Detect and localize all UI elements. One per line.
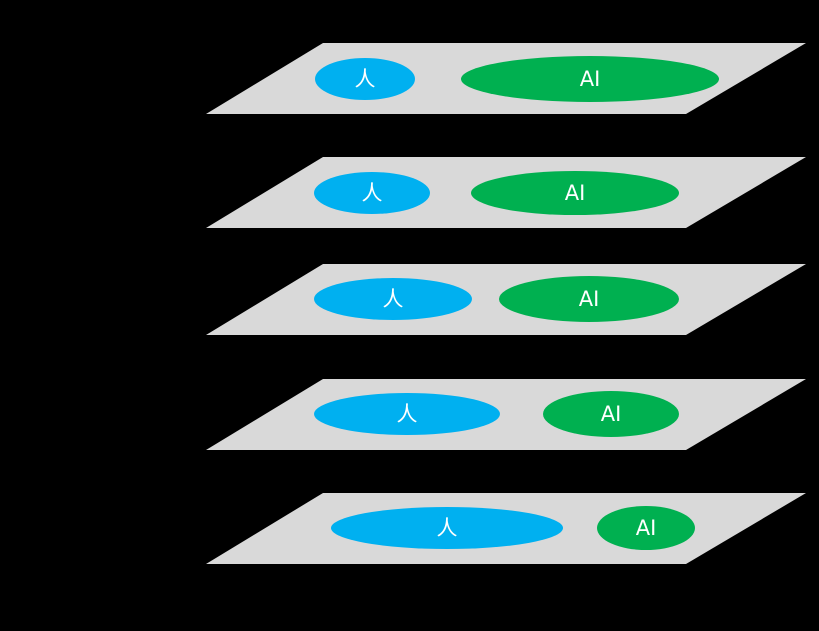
human-label: 人: [437, 516, 458, 540]
human-ellipse: [314, 393, 500, 435]
layer-1: 人 AI: [206, 43, 806, 114]
human-label: 人: [397, 402, 418, 426]
ai-ellipse: [461, 56, 719, 102]
human-ellipse: [314, 278, 472, 320]
layer-3: 人 AI: [206, 264, 806, 335]
ai-label: AI: [601, 402, 622, 426]
ai-ellipse: [471, 171, 679, 215]
human-ellipse: [331, 507, 563, 549]
human-ellipse: [314, 172, 430, 214]
ai-ellipse: [597, 506, 695, 550]
ai-ellipse: [499, 276, 679, 322]
ai-label: AI: [565, 181, 586, 205]
ai-ellipse: [543, 391, 679, 437]
human-label: 人: [355, 67, 376, 91]
human-label: 人: [383, 287, 404, 311]
layer-2: 人 AI: [206, 157, 806, 228]
human-ellipse: [315, 58, 415, 100]
ai-label: AI: [636, 516, 657, 540]
layer-5: 人 AI: [206, 493, 806, 564]
human-label: 人: [362, 181, 383, 205]
layer-4: 人 AI: [206, 379, 806, 450]
ai-label: AI: [580, 67, 601, 91]
ai-label: AI: [579, 287, 600, 311]
